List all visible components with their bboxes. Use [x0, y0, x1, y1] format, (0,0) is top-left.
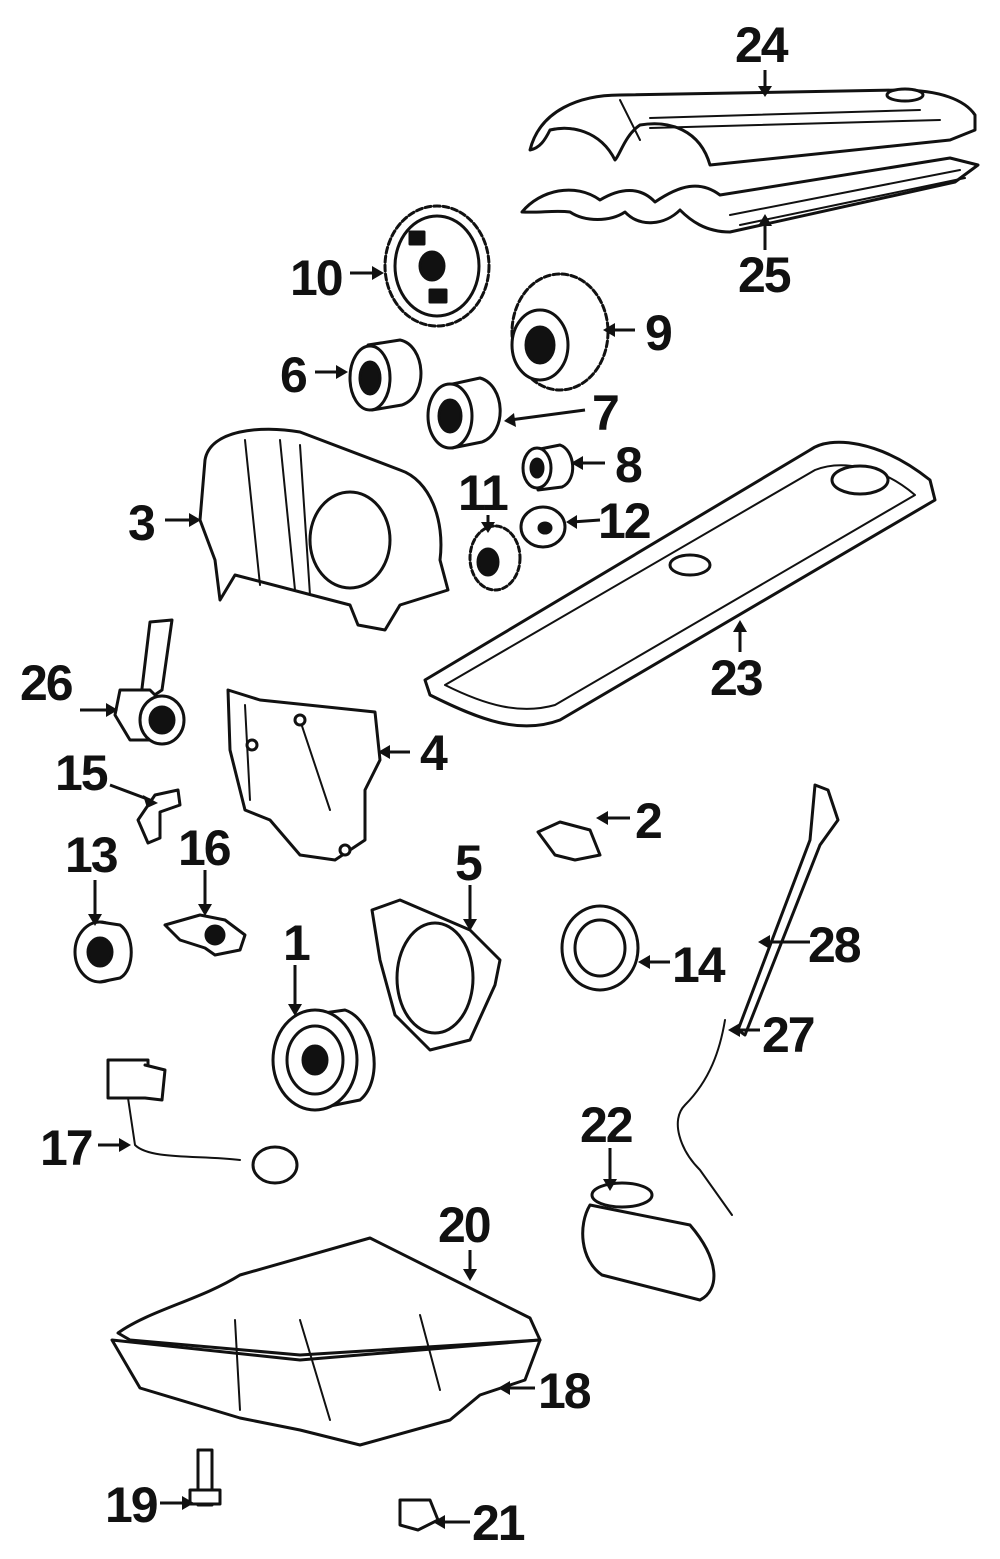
part-10-cam-sprocket [383, 204, 491, 328]
callout-12: 12 [598, 493, 650, 549]
part-12-washer [519, 505, 567, 549]
callout-leaders [80, 70, 810, 1529]
callout-22: 22 [580, 1097, 632, 1153]
part-13-seal [73, 920, 133, 984]
part-1-crank-pulley [271, 1008, 376, 1112]
part-6-idler-pulley [348, 338, 423, 412]
callout-21: 21 [472, 1495, 525, 1551]
part-22-oil-filter [581, 1181, 716, 1302]
callout-labels: 24 25 10 9 6 7 8 11 12 3 23 26 4 15 2 13… [20, 17, 863, 1551]
callout-14: 14 [672, 937, 726, 993]
part-2-plug [536, 820, 602, 862]
part-18-oil-pan [110, 1314, 542, 1447]
callout-2: 2 [635, 793, 661, 849]
part-25-gasket [520, 156, 980, 234]
callout-11: 11 [458, 465, 508, 521]
part-15-sensor [136, 788, 182, 845]
callout-20: 20 [438, 1197, 490, 1253]
part-20-pan-gasket [116, 1236, 542, 1357]
part-19-bolt [188, 1448, 222, 1507]
callout-26: 26 [20, 655, 72, 711]
part-23-cylinder-head-cover [423, 440, 937, 728]
callout-7: 7 [592, 385, 618, 441]
part-7-pulley [426, 376, 502, 450]
part-21-drain-plug [398, 1498, 440, 1532]
part-8-pulley [521, 443, 575, 492]
callout-1: 1 [283, 915, 310, 971]
callout-8: 8 [615, 437, 642, 493]
part-24-valve-cover [528, 87, 977, 167]
callout-3: 3 [128, 495, 154, 551]
callout-24: 24 [735, 17, 789, 73]
part-27-dipstick-tube [676, 1019, 733, 1216]
callout-28: 28 [808, 917, 861, 973]
callout-10: 10 [290, 250, 342, 306]
part-11-crank-sprocket [468, 524, 522, 592]
callout-17: 17 [40, 1120, 92, 1176]
part-28-dipstick [736, 783, 840, 1037]
part-17-knock-sensor [106, 1058, 299, 1185]
part-5-seal-housing [370, 898, 502, 1052]
callout-16: 16 [178, 820, 230, 876]
callout-23: 23 [710, 650, 762, 706]
callout-25: 25 [738, 247, 791, 303]
callout-15: 15 [55, 745, 108, 801]
callout-6: 6 [280, 347, 306, 403]
callout-13: 13 [65, 827, 117, 883]
callout-19: 19 [105, 1477, 157, 1533]
part-26-tensioner [113, 618, 186, 746]
part-14-seal [560, 904, 640, 992]
part-16-sensor [163, 913, 247, 957]
part-3-timing-cover [198, 427, 450, 632]
callout-27: 27 [762, 1007, 814, 1063]
callout-9: 9 [645, 305, 671, 361]
part-4-bracket [226, 688, 382, 862]
callout-4: 4 [420, 725, 448, 781]
callout-5: 5 [455, 835, 482, 891]
part-9-sprocket [510, 272, 610, 392]
callout-18: 18 [538, 1363, 591, 1419]
